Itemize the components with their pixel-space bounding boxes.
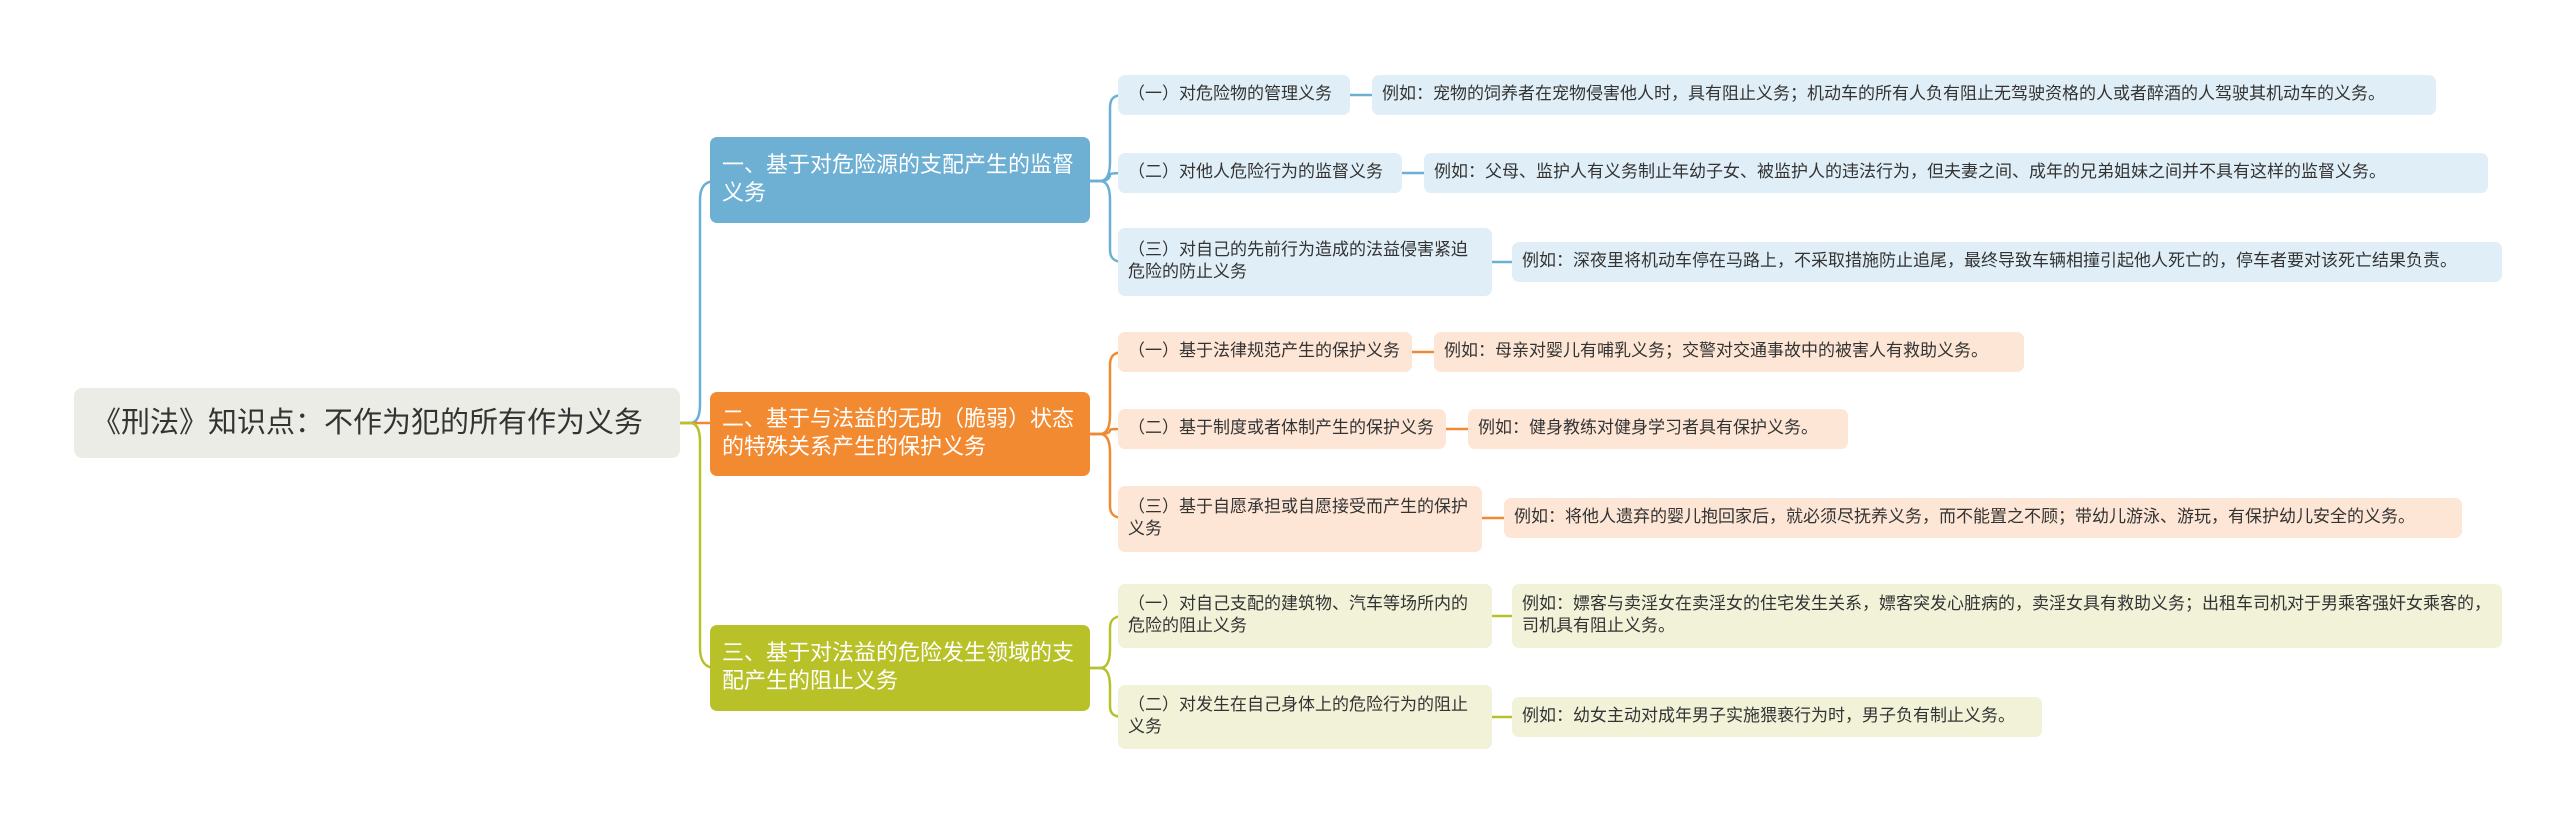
subtopic-premises-danger-prevention[interactable]: （一）对自己支配的建筑物、汽车等场所内的危险的阻止义务: [1118, 584, 1492, 648]
example-bodily-danger-prevention[interactable]: 例如：幼女主动对成年男子实施猥亵行为时，男子负有制止义务。: [1512, 697, 2042, 737]
example-prior-conduct-prevention[interactable]: 例如：深夜里将机动车停在马路上，不采取措施防止追尾，最终导致车辆相撞引起他人死亡…: [1512, 242, 2502, 282]
branch-label: 一、基于对危险源的支配产生的监督义务: [722, 152, 1075, 206]
root-topic-label: 《刑法》知识点：不作为犯的所有作为义务: [92, 405, 644, 440]
branch-dangerous-source-supervision[interactable]: 一、基于对危险源的支配产生的监督义务: [710, 137, 1090, 223]
example-text: 例如：幼女主动对成年男子实施猥亵行为时，男子负有制止义务。: [1522, 706, 2015, 727]
example-text: 例如：宠物的饲养者在宠物侵害他人时，具有阻止义务；机动车的所有人负有阻止无驾驶资…: [1382, 84, 2385, 105]
example-text: 例如：深夜里将机动车停在马路上，不采取措施防止追尾，最终导致车辆相撞引起他人死亡…: [1522, 251, 2457, 272]
subtopic-label: （二）对发生在自己身体上的危险行为的阻止义务: [1128, 695, 1468, 737]
example-text: 例如：父母、监护人有义务制止年幼子女、被监护人的违法行为，但夫妻之间、成年的兄弟…: [1434, 162, 2386, 183]
branch-label: 二、基于与法益的无助（脆弱）状态的特殊关系产生的保护义务: [722, 406, 1075, 460]
example-text: 例如：母亲对婴儿有哺乳义务；交警对交通事故中的被害人有救助义务。: [1444, 341, 1988, 362]
branch-label: 三、基于对法益的危险发生领域的支配产生的阻止义务: [722, 640, 1075, 694]
connector-root-branch-3: [680, 421, 720, 670]
example-premises-danger-prevention[interactable]: 例如：嫖客与卖淫女在卖淫女的住宅发生关系，嫖客突发心脏病的，卖淫女具有救助义务；…: [1512, 584, 2502, 648]
example-text: 例如：将他人遗弃的婴儿抱回家后，就必须尽抚养义务，而不能置之不顾；带幼儿游泳、游…: [1514, 507, 2415, 528]
subtopic-institutional-protection[interactable]: （二）基于制度或者体制产生的保护义务: [1118, 409, 1446, 449]
subtopic-label: （二）对他人危险行为的监督义务: [1128, 162, 1383, 183]
subtopic-bodily-danger-prevention[interactable]: （二）对发生在自己身体上的危险行为的阻止义务: [1118, 685, 1492, 749]
subtopic-prior-conduct-prevention[interactable]: （三）对自己的先前行为造成的法益侵害紧迫危险的防止义务: [1118, 228, 1492, 296]
subtopic-label: （三）对自己的先前行为造成的法益侵害紧迫危险的防止义务: [1128, 240, 1468, 282]
subtopic-label: （一）基于法律规范产生的保护义务: [1128, 341, 1400, 362]
example-legal-norm-protection[interactable]: 例如：母亲对婴儿有哺乳义务；交警对交通事故中的被害人有救助义务。: [1434, 332, 2024, 372]
root-topic[interactable]: 《刑法》知识点：不作为犯的所有作为义务: [74, 388, 680, 458]
example-others-dangerous-acts[interactable]: 例如：父母、监护人有义务制止年幼子女、被监护人的违法行为，但夫妻之间、成年的兄弟…: [1424, 153, 2488, 193]
subtopic-label: （二）基于制度或者体制产生的保护义务: [1128, 418, 1434, 439]
subtopic-label: （三）基于自愿承担或自愿接受而产生的保护义务: [1128, 497, 1468, 539]
example-institutional-protection[interactable]: 例如：健身教练对健身学习者具有保护义务。: [1468, 409, 1848, 449]
example-text: 例如：健身教练对健身学习者具有保护义务。: [1478, 418, 1818, 439]
connector-root-branch-1: [680, 179, 720, 425]
example-hazardous-object-management[interactable]: 例如：宠物的饲养者在宠物侵害他人时，具有阻止义务；机动车的所有人负有阻止无驾驶资…: [1372, 75, 2436, 115]
example-voluntary-assumption-protection[interactable]: 例如：将他人遗弃的婴儿抱回家后，就必须尽抚养义务，而不能置之不顾；带幼儿游泳、游…: [1504, 498, 2462, 538]
branch-danger-domain-prevention[interactable]: 三、基于对法益的危险发生领域的支配产生的阻止义务: [710, 625, 1090, 711]
subtopic-hazardous-object-management[interactable]: （一）对危险物的管理义务: [1118, 75, 1350, 115]
example-text: 例如：嫖客与卖淫女在卖淫女的住宅发生关系，嫖客突发心脏病的，卖淫女具有救助义务；…: [1522, 594, 2491, 636]
subtopic-legal-norm-protection[interactable]: （一）基于法律规范产生的保护义务: [1118, 332, 1412, 372]
subtopic-others-dangerous-acts[interactable]: （二）对他人危险行为的监督义务: [1118, 153, 1402, 193]
subtopic-label: （一）对危险物的管理义务: [1128, 84, 1332, 105]
branch-special-relationship-protection[interactable]: 二、基于与法益的无助（脆弱）状态的特殊关系产生的保护义务: [710, 392, 1090, 476]
subtopic-label: （一）对自己支配的建筑物、汽车等场所内的危险的阻止义务: [1128, 594, 1468, 636]
subtopic-voluntary-assumption-protection[interactable]: （三）基于自愿承担或自愿接受而产生的保护义务: [1118, 486, 1482, 552]
